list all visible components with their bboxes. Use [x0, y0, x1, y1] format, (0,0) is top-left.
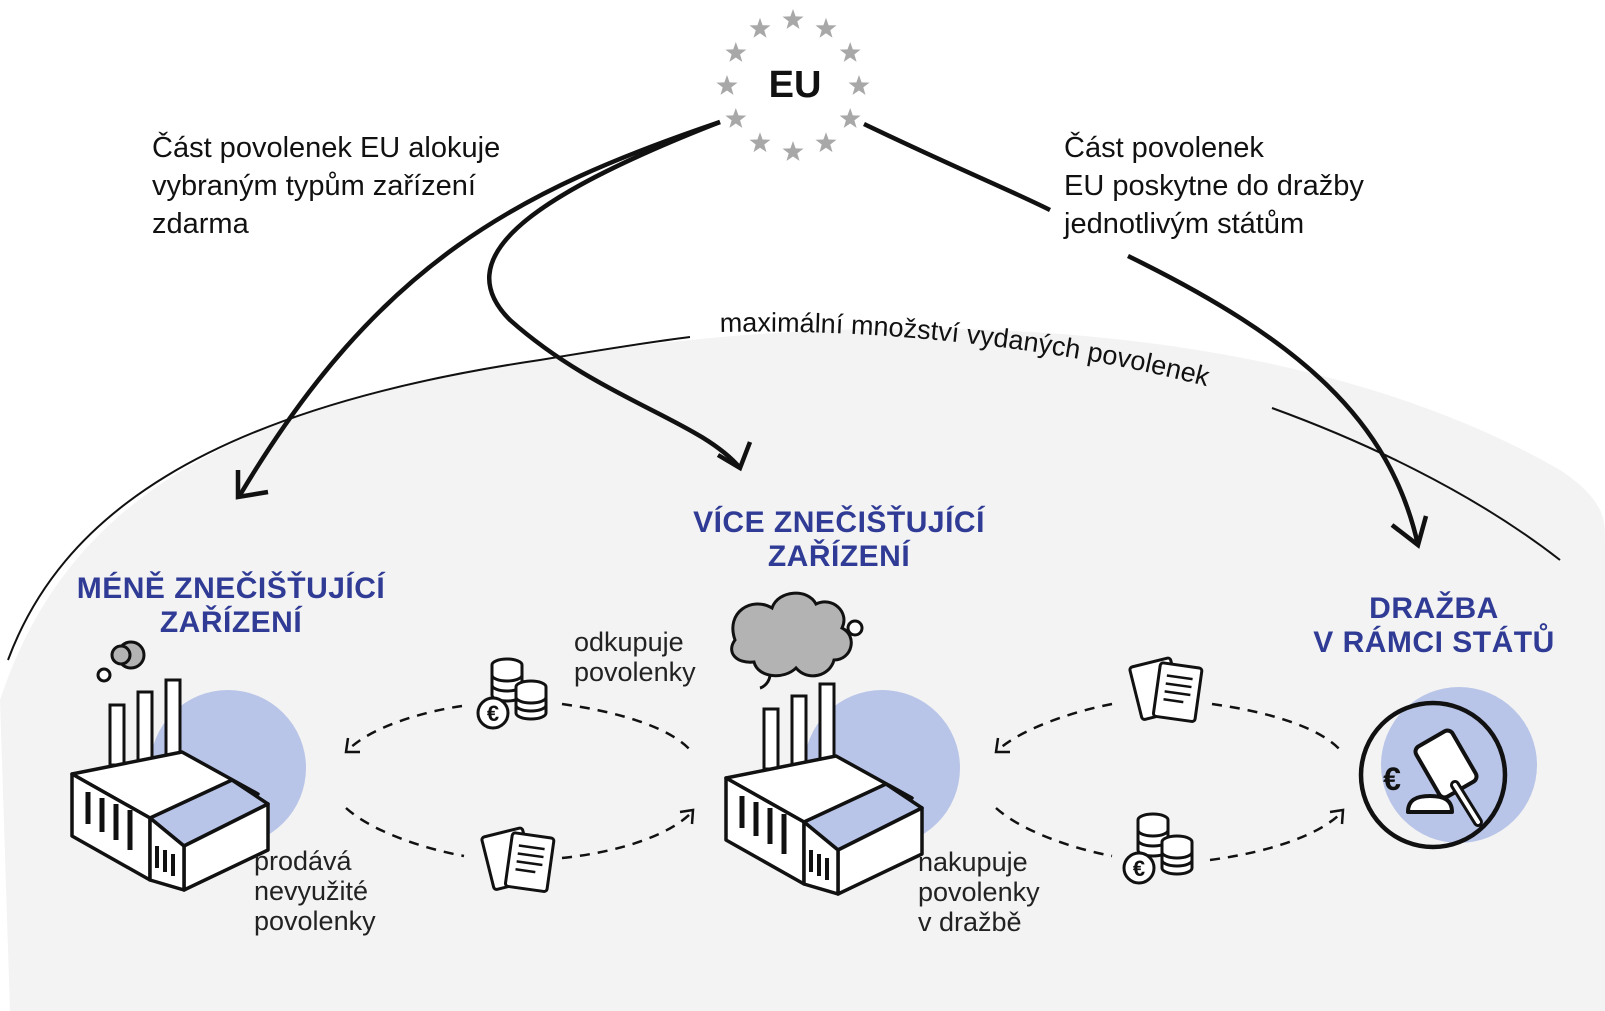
flow-label-line: nevyužité: [254, 876, 369, 906]
gavel-icon: €: [1358, 700, 1508, 850]
flow-buys-permits-upper-left: [347, 704, 463, 751]
arrowhead-auction: [1390, 515, 1429, 549]
more-polluting-title: VÍCE ZNEČIŠŤUJÍCÍ ZAŘÍZENÍ: [668, 506, 1010, 574]
cap-boundary-right: [1271, 407, 1561, 561]
less-polluting-title: MÉNĚ ZNEČIŠŤUJÍCÍ ZAŘÍZENÍ: [60, 572, 402, 640]
eu-star: [815, 17, 837, 38]
flow-label-line: prodává: [254, 846, 352, 876]
flow-label-line: povolenky: [254, 906, 376, 936]
flow-auction-lower-left: [995, 807, 1113, 858]
flow-label-line: v dražbě: [918, 907, 1022, 937]
smoke-cloud-icon: [96, 640, 146, 683]
arrow-eu-to-less-polluting: [238, 119, 721, 497]
flow-auction-lower-right: [1209, 811, 1343, 862]
free-allocation-line: zdarma: [152, 208, 249, 240]
permit-documents-icon: [479, 825, 556, 894]
eu-star: [725, 108, 747, 128]
eu-star: [815, 132, 837, 153]
auction-title: DRAŽBA V RÁMCI STÁTŮ: [1300, 592, 1568, 660]
buys-permits-label: odkupuje povolenky: [574, 627, 696, 687]
eu-star: [782, 141, 804, 161]
flow-label-line: nakupuje: [918, 847, 1028, 877]
free-allocation-text: Část povolenek EU alokuje vybraným typům…: [152, 129, 500, 243]
flow-label-line: povolenky: [574, 657, 696, 687]
title-line: ZAŘÍZENÍ: [767, 540, 911, 573]
free-allocation-line: vybraným typům zařízení: [152, 170, 476, 202]
arrow-eu-to-auction-lower: [1127, 253, 1421, 546]
arrowhead-less-polluting: [235, 470, 269, 500]
cap-boundary-left: [7, 336, 691, 661]
flow-label-line: odkupuje: [574, 627, 684, 657]
free-allocation-line: Část povolenek EU alokuje: [152, 132, 501, 164]
title-line: DRAŽBA: [1369, 592, 1499, 625]
arrow-eu-to-auction: [863, 121, 1052, 213]
eu-star: [839, 42, 861, 62]
state-auction-line: EU poskytne do dražby: [1064, 170, 1364, 202]
flow-sells-unused-lower-right: [561, 811, 693, 860]
title-line: V RÁMCI STÁTŮ: [1313, 626, 1555, 659]
eu-star: [725, 42, 747, 62]
state-auction-line: Část povolenek: [1064, 132, 1264, 164]
sells-unused-label: prodává nevyužité povolenky: [254, 846, 376, 936]
eu-star: [848, 75, 870, 95]
eu-star: [749, 132, 771, 153]
eu-stars-icon: [716, 9, 870, 161]
permit-documents-icon: [1127, 655, 1204, 724]
arrowhead-more-polluting: [716, 441, 753, 472]
buys-at-auction-label: nakupuje povolenky v dražbě: [918, 847, 1040, 937]
title-line: ZAŘÍZENÍ: [159, 606, 303, 639]
flow-buys-permits-upper-right: [561, 702, 693, 753]
arrow-eu-to-more-polluting: [487, 119, 742, 470]
euro-icon: €: [1383, 761, 1401, 797]
smoke-cloud-icon: [730, 591, 864, 690]
eu-star: [782, 9, 804, 29]
title-line: VÍCE ZNEČIŠŤUJÍCÍ: [693, 506, 985, 539]
eu-label: EU: [768, 64, 822, 106]
flow-auction-upper-left: [997, 702, 1113, 751]
flow-sells-unused-lower-left: [345, 807, 465, 858]
eu-star: [749, 17, 771, 38]
state-auction-text: Část povolenek EU poskytne do dražby jed…: [1064, 129, 1364, 243]
eu-star: [839, 108, 861, 128]
title-line: MÉNĚ ZNEČIŠŤUJÍCÍ: [76, 572, 386, 605]
state-auction-line: jednotlivým státům: [1064, 208, 1305, 240]
flow-auction-upper-right: [1211, 702, 1343, 753]
eu-star: [716, 75, 738, 95]
flow-label-line: povolenky: [918, 877, 1040, 907]
